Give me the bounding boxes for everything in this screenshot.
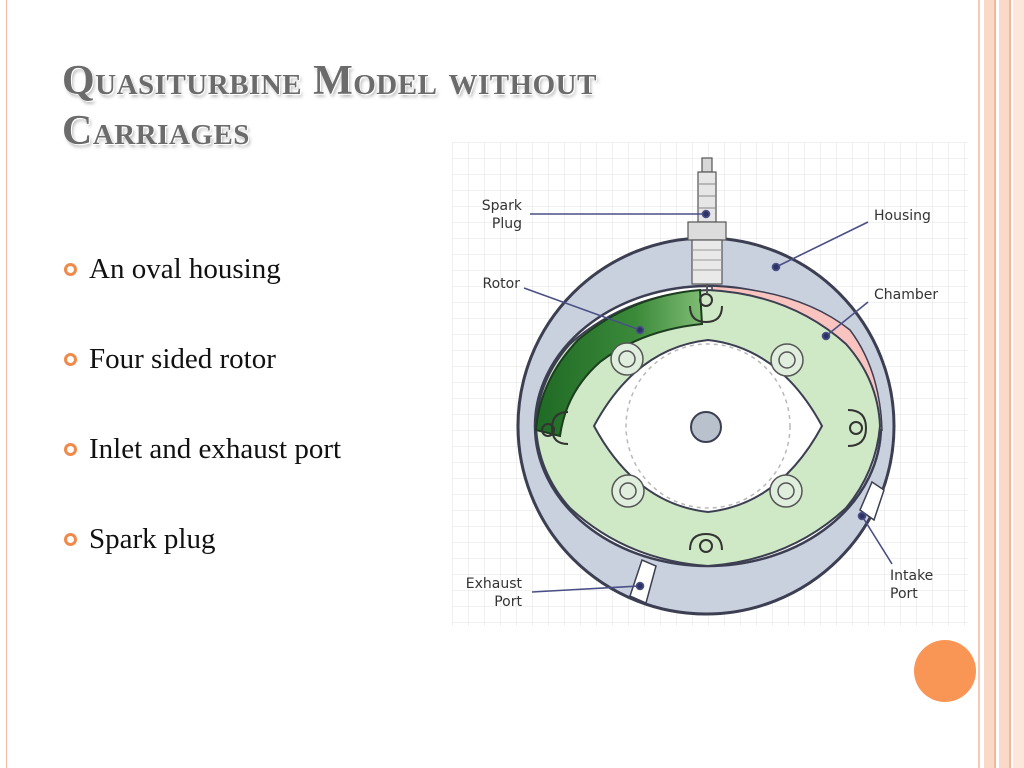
label-intake-port: Port — [890, 586, 918, 602]
center-circle — [625, 343, 791, 509]
bullet-item: Four sided rotor — [64, 338, 341, 380]
leader-dot — [635, 581, 645, 591]
bullet-item: Inlet and exhaust port — [64, 428, 341, 470]
bullet-item: Spark plug — [64, 518, 341, 560]
right-stripe — [984, 0, 994, 768]
leader-line-exhaust — [531, 585, 641, 593]
bullet-icon — [64, 442, 77, 456]
bullet-item: An oval housing — [64, 248, 341, 290]
spark-plug-icon — [687, 157, 727, 294]
label-exhaust-port: Port — [494, 594, 522, 610]
decorative-orange-circle — [914, 640, 976, 702]
leader-dot — [821, 331, 831, 341]
rotor-segment-dark — [534, 288, 704, 438]
quasiturbine-diagram: Spark Plug Rotor Housing Chamber Exhaust… — [452, 142, 968, 626]
bullet-text: Spark plug — [89, 522, 216, 555]
bearing-icon — [611, 474, 645, 508]
center-shaft — [690, 411, 722, 443]
slide-title: Quasiturbine Model without Carriages — [62, 58, 597, 154]
rotor-joint-right — [847, 409, 868, 447]
leader-dot — [701, 209, 711, 219]
left-edge-line — [6, 0, 7, 768]
intake-port — [859, 480, 885, 522]
bearing-icon — [610, 342, 644, 376]
bearing-icon — [770, 343, 804, 377]
label-spark-plug: Plug — [492, 216, 522, 232]
leader-dot — [857, 511, 867, 521]
label-spark-plug: Spark — [482, 198, 523, 214]
leader-line-housing — [775, 221, 869, 268]
leader-line-chamber — [825, 301, 869, 337]
label-rotor: Rotor — [483, 276, 521, 292]
bullet-text: An oval housing — [89, 252, 281, 285]
rotor-joint-left — [541, 411, 569, 445]
rotor-joint-bottom — [689, 532, 723, 553]
bullet-text: Inlet and exhaust port — [89, 432, 342, 465]
label-intake-port: Intake — [890, 568, 933, 584]
bearing-icon — [769, 474, 803, 508]
right-stripe — [994, 0, 996, 768]
label-exhaust-port: Exhaust — [466, 576, 523, 592]
bullet-icon — [64, 532, 77, 546]
leader-dot — [771, 262, 781, 272]
bullet-icon — [64, 352, 77, 366]
right-stripe — [999, 0, 1009, 768]
leader-dot — [635, 325, 645, 335]
leader-line-intake — [861, 515, 893, 565]
label-chamber: Chamber — [874, 287, 938, 303]
exhaust-port — [629, 558, 657, 605]
leader-line-rotor — [523, 287, 641, 331]
bullet-list: An oval housing Four sided rotor Inlet a… — [64, 248, 341, 608]
bullet-icon — [64, 262, 77, 276]
label-housing: Housing — [874, 208, 931, 224]
right-stripe — [1013, 0, 1024, 768]
right-stripe — [1009, 0, 1011, 768]
right-stripe — [978, 0, 980, 768]
bullet-text: Four sided rotor — [89, 342, 276, 375]
